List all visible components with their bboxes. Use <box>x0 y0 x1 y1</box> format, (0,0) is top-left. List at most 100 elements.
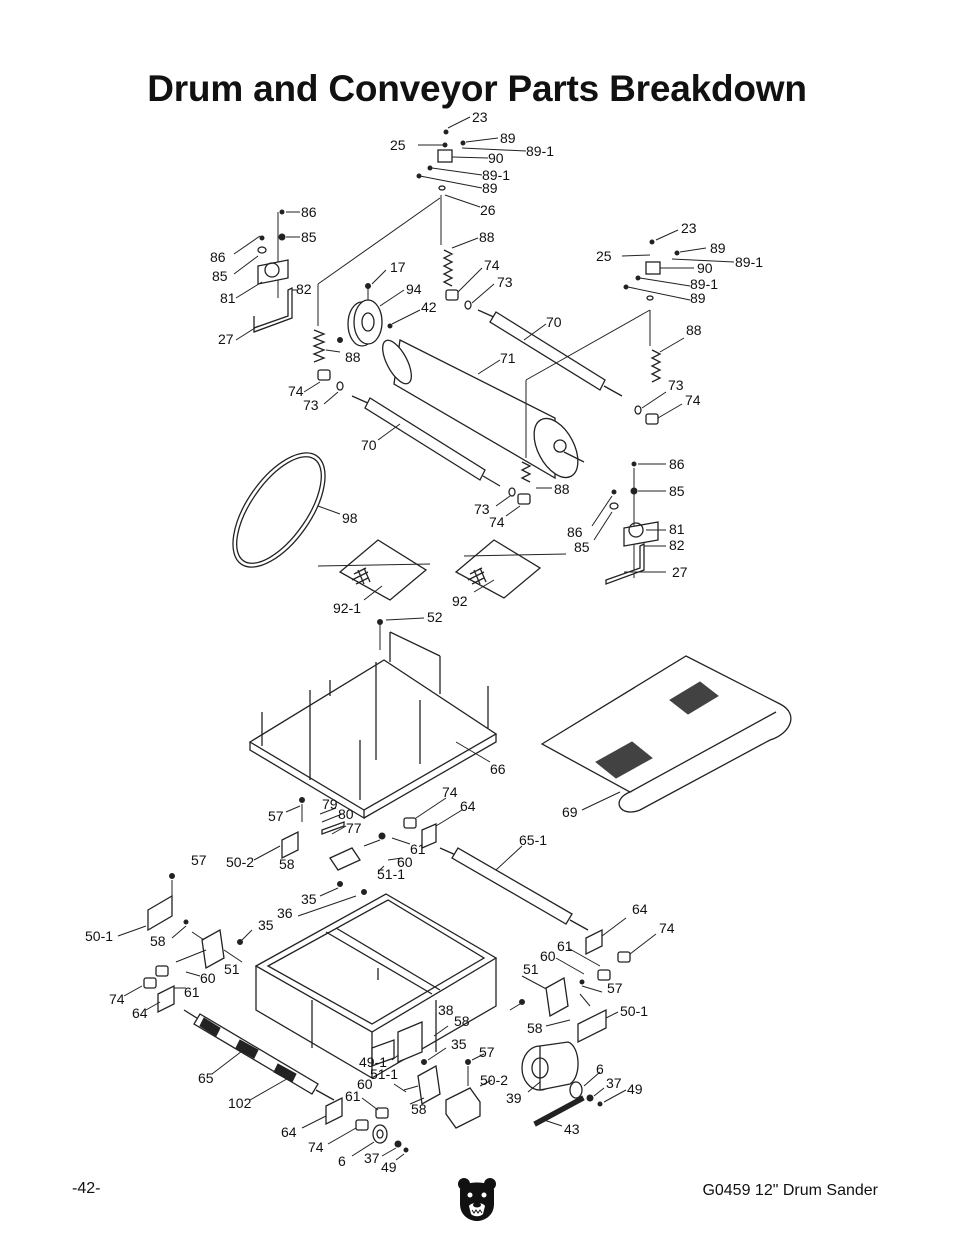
callout: 74 <box>484 257 500 273</box>
callout: 27 <box>672 564 688 580</box>
callout: 65 <box>198 1070 214 1086</box>
callout: 50-1 <box>85 928 113 944</box>
bottom-drum-roller <box>351 395 552 517</box>
callout: 39 <box>506 1090 522 1106</box>
callout: 35 <box>258 917 274 933</box>
callout: 73 <box>497 274 513 290</box>
callout: 74 <box>659 920 675 936</box>
callout: 49-1 <box>359 1054 387 1070</box>
drive-belt <box>232 452 341 568</box>
callout: 64 <box>132 1005 148 1021</box>
callout: 43 <box>564 1121 580 1137</box>
drum-pulley <box>337 269 421 347</box>
callout: 71 <box>500 350 516 366</box>
callout: 85 <box>574 539 590 555</box>
callout: 50-2 <box>480 1072 508 1088</box>
callout: 49 <box>381 1159 397 1175</box>
callout: 58 <box>454 1013 470 1029</box>
conveyor-belt <box>540 655 792 813</box>
callout: 57 <box>479 1044 495 1060</box>
callout: 85 <box>669 483 685 499</box>
callout: 73 <box>474 501 490 517</box>
callout: 81 <box>669 521 685 537</box>
outfeed-conveyor-roller <box>439 845 657 963</box>
callout: 61 <box>345 1088 361 1104</box>
callout-labels: 23 89 25 89-1 90 89-1 89 26 86 85 86 85 … <box>85 109 763 1175</box>
callout: 89-1 <box>482 167 510 183</box>
callout: 88 <box>345 349 361 365</box>
drum-height-adjust-center <box>416 116 527 310</box>
callout: 88 <box>554 481 570 497</box>
callout: 61 <box>557 938 573 954</box>
drum-height-adjust-right <box>621 229 735 425</box>
callout: 57 <box>268 808 284 824</box>
callout: 85 <box>301 229 317 245</box>
callout: 25 <box>596 248 612 264</box>
callout: 50-2 <box>226 854 254 870</box>
callout: 51 <box>523 961 539 977</box>
callout: 37 <box>364 1150 380 1166</box>
callout: 74 <box>442 784 458 800</box>
callout: 57 <box>607 980 623 996</box>
callout: 64 <box>460 798 476 814</box>
callout: 89-1 <box>526 143 554 159</box>
callout: 73 <box>668 377 684 393</box>
callout: 89-1 <box>735 254 763 270</box>
callout: 98 <box>342 510 358 526</box>
callout: 64 <box>281 1124 297 1140</box>
callout: 94 <box>406 281 422 297</box>
callout: 89 <box>482 180 498 196</box>
left-spring-assembly <box>303 197 441 405</box>
callout: 49 <box>627 1081 643 1097</box>
callout: 17 <box>390 259 406 275</box>
callout: 58 <box>527 1020 543 1036</box>
right-end-brackets <box>521 947 619 1044</box>
callout: 37 <box>606 1075 622 1091</box>
callout: 74 <box>308 1139 324 1155</box>
callout: 74 <box>685 392 701 408</box>
callout: 26 <box>480 202 496 218</box>
right-bearing-block <box>591 461 666 585</box>
callout: 38 <box>438 1002 454 1018</box>
model-footer: G0459 12" Drum Sander <box>702 1182 878 1199</box>
callout: 81 <box>220 290 236 306</box>
warning-labels <box>317 539 567 601</box>
callout: 89 <box>500 130 516 146</box>
callout: 58 <box>279 856 295 872</box>
callout: 74 <box>109 991 125 1007</box>
callout: 42 <box>421 299 437 315</box>
callout: 25 <box>390 137 406 153</box>
callout: 70 <box>361 437 377 453</box>
callout: 89-1 <box>690 276 718 292</box>
callout: 60 <box>200 970 216 986</box>
callout: 86 <box>301 204 317 220</box>
callout: 52 <box>427 609 443 625</box>
callout: 74 <box>489 514 505 530</box>
callout: 23 <box>472 109 488 125</box>
callout: 88 <box>479 229 495 245</box>
callout: 61 <box>184 984 200 1000</box>
callout: 61 <box>410 841 426 857</box>
callout: 35 <box>301 891 317 907</box>
callout: 77 <box>346 820 362 836</box>
callout: 58 <box>411 1101 427 1117</box>
callout: 90 <box>488 150 504 166</box>
callout: 89 <box>690 290 706 306</box>
callout: 89 <box>710 240 726 256</box>
left-bearing-block-top <box>233 209 300 341</box>
callout: 60 <box>397 854 413 870</box>
callout: 51-1 <box>377 866 405 882</box>
callout: 70 <box>546 314 562 330</box>
callout: 92-1 <box>333 600 361 616</box>
callout: 80 <box>338 806 354 822</box>
left-end-brackets <box>117 873 243 1014</box>
page-title: Drum and Conveyor Parts Breakdown <box>147 68 807 109</box>
callout: 102 <box>228 1095 252 1111</box>
center-lower-bracket <box>371 1021 493 1129</box>
callout: 51 <box>224 961 240 977</box>
callout: 64 <box>632 901 648 917</box>
bear-head-icon <box>458 1178 496 1221</box>
callout: 58 <box>150 933 166 949</box>
callout: 50-1 <box>620 1003 648 1019</box>
callout: 82 <box>296 281 312 297</box>
